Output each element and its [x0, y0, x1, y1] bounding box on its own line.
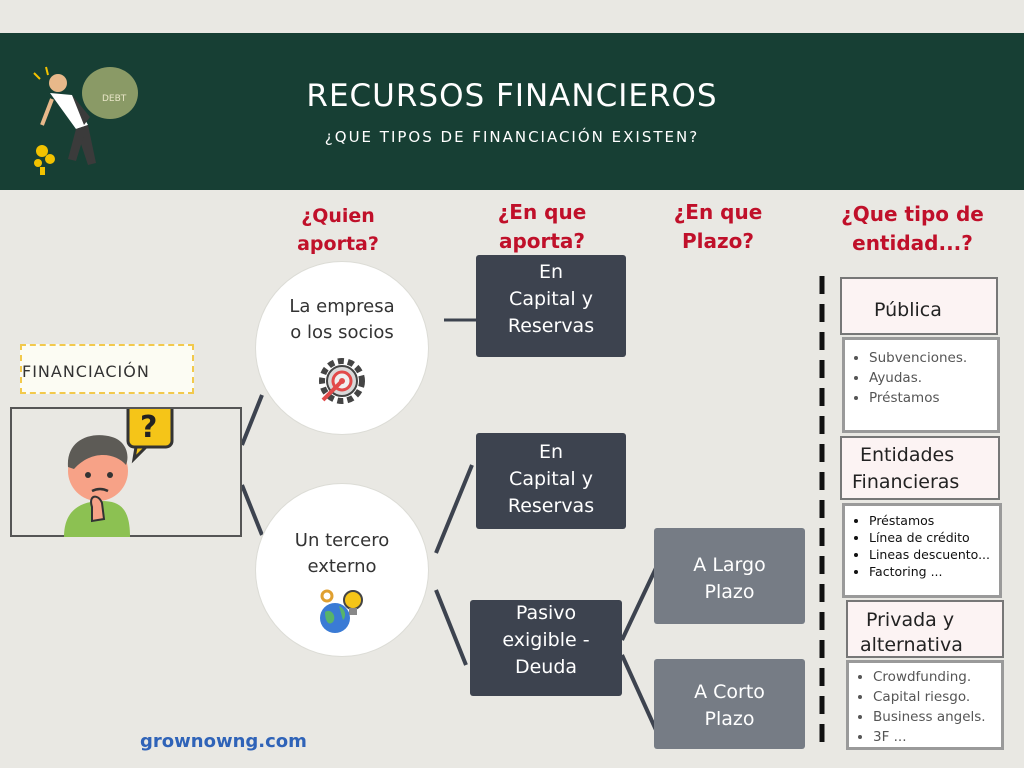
- pasivo-exigible-deuda: Pasivo exigible - Deuda: [470, 600, 622, 696]
- source-tercero-line1: Un tercero: [294, 530, 390, 551]
- largo-line1: A Largo: [693, 554, 766, 576]
- capital-mid-line3: Reservas: [507, 495, 595, 517]
- entity-publica-tab: Pública: [840, 277, 998, 335]
- confused-person-icon: ?: [64, 409, 174, 537]
- question-tipo-entidad: ¿Que tipo de entidad...?: [825, 200, 1000, 258]
- capital-top-line3: Reservas: [507, 315, 595, 337]
- globe-lightbulb-icon: [320, 589, 363, 633]
- capital-reservas-externo: En Capital y Reservas: [476, 433, 626, 529]
- entity-privada-tab: Privada y alternativa: [846, 600, 1004, 658]
- entity-financieras-title1: Entidades: [860, 444, 955, 466]
- question-en-que-line1: ¿En que: [497, 200, 587, 224]
- list-item: Factoring ...: [869, 563, 999, 580]
- entity-financieras-tab: Entidades Financieras: [840, 436, 1000, 500]
- list-item: Préstamos: [869, 512, 999, 529]
- list-item: Ayudas.: [869, 368, 997, 388]
- target-gear-icon: [319, 358, 365, 404]
- largo-plazo-box: A Largo Plazo: [654, 528, 805, 624]
- question-quien-line2: aporta?: [297, 233, 379, 255]
- corto-plazo-box: A Corto Plazo: [654, 659, 805, 749]
- confused-person-box: ?: [10, 407, 242, 537]
- list-item: Capital riesgo.: [873, 687, 1001, 707]
- entity-privada-list: Crowdfunding. Capital riesgo. Business a…: [846, 660, 1004, 750]
- entity-privada-title1: Privada y: [866, 609, 955, 631]
- question-plazo-line1: ¿En que: [673, 200, 763, 224]
- entity-privada-title2: alternativa: [860, 634, 963, 656]
- debt-man-illustration: DEBT: [33, 66, 138, 175]
- financiacion-label: FINANCIACIÓN: [20, 344, 194, 394]
- deuda-line2: exigible -: [502, 629, 590, 651]
- question-entidad-line1: ¿Que tipo de: [841, 202, 984, 226]
- source-empresa-socios: La empresa o los socios: [256, 262, 428, 434]
- question-plazo-line2: Plazo?: [682, 229, 754, 253]
- entity-financieras-list: Préstamos Línea de crédito Lineas descue…: [842, 503, 1002, 598]
- capital-mid-line2: Capital y: [509, 468, 593, 490]
- question-entidad-line2: entidad...?: [852, 231, 973, 255]
- question-en-que-plazo: ¿En que Plazo?: [648, 198, 788, 256]
- list-item: Crowdfunding.: [873, 667, 1001, 687]
- source-tercero-externo: Un tercero externo: [256, 484, 428, 656]
- list-item: Préstamos: [869, 388, 997, 408]
- corto-line1: A Corto: [694, 681, 765, 703]
- corto-line2: Plazo: [704, 708, 755, 730]
- financiacion-text: FINANCIACIÓN: [22, 362, 150, 381]
- question-en-que-aporta: ¿En que aporta?: [472, 198, 612, 256]
- list-item: Línea de crédito: [869, 529, 999, 546]
- capital-top-line1: En: [538, 261, 564, 283]
- capital-mid-line1: En: [538, 441, 564, 463]
- capital-reservas-propio: En Capital y Reservas: [476, 255, 626, 357]
- deuda-line3: Deuda: [514, 656, 578, 678]
- entity-publica-list: Subvenciones. Ayudas. Préstamos: [842, 337, 1000, 433]
- page-title: RECURSOS FINANCIEROS: [306, 78, 718, 114]
- question-en-que-line2: aporta?: [498, 229, 586, 253]
- entity-publica-title: Pública: [874, 299, 942, 321]
- question-quien-line1: ¿Quien: [301, 205, 375, 227]
- largo-line2: Plazo: [704, 581, 755, 603]
- list-item: Business angels.: [873, 707, 1001, 727]
- list-item: 3F ...: [873, 727, 1001, 747]
- svg-text:DEBT: DEBT: [102, 94, 127, 104]
- list-item: Lineas descuento...: [869, 546, 999, 563]
- list-item: Subvenciones.: [869, 348, 997, 368]
- question-quien-aporta: ¿Quien aporta?: [268, 202, 408, 258]
- source-empresa-line1: La empresa: [289, 296, 395, 317]
- site-link[interactable]: grownowng.com: [140, 731, 307, 752]
- capital-top-line2: Capital y: [509, 288, 593, 310]
- page-subtitle: ¿QUE TIPOS DE FINANCIACIÓN EXISTEN?: [324, 128, 700, 146]
- source-empresa-line2: o los socios: [290, 322, 394, 343]
- source-tercero-line2: externo: [307, 556, 377, 577]
- header-banner: [0, 33, 1024, 190]
- deuda-line1: Pasivo: [515, 602, 577, 624]
- svg-text:?: ?: [140, 410, 157, 445]
- entity-financieras-title2: Financieras: [852, 471, 960, 493]
